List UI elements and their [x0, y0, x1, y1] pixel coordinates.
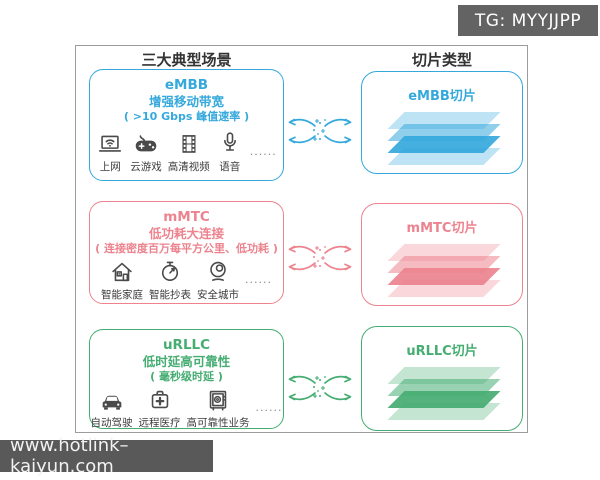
site-watermark: www.hotlink–kaiyun.com: [0, 435, 213, 477]
use-case-internet: 上网: [96, 129, 124, 174]
scenario-detail: ( >10 Gbps 峰值速率 ): [123, 110, 250, 124]
slice-layers-stack: [372, 112, 512, 170]
use-case-label: 智能家庭: [101, 288, 143, 301]
use-case-safe-city: 安全城市: [197, 257, 239, 302]
use-case-voice: 语音: [216, 129, 244, 174]
scenario-card-mmtc: mMTC 低功耗大连接 ( 连接密度百万每平方公里、低功耗 ) 智能家庭: [89, 201, 284, 304]
use-case-high-reliability: 高可靠性业务: [187, 385, 250, 430]
use-case-label: 语音: [219, 161, 241, 173]
scenario-title: mMTC: [163, 209, 210, 225]
slice-types-column-header: 切片类型: [411, 51, 472, 69]
slice-card-urllc: uRLLC切片: [361, 326, 523, 431]
slice-layer: [387, 148, 501, 165]
microphone-icon: [223, 132, 236, 151]
scenario-card-urllc: uRLLC 低时延高可靠性 ( 毫秒级时延 ) 自动驾驶: [89, 329, 284, 429]
scenario-subtitle: 低时延高可靠性: [142, 353, 231, 369]
camera-icon: [210, 261, 226, 281]
scenario-use-cases: 智能家庭 智能抄表: [101, 257, 272, 308]
slice-card-embb: eMBB切片: [361, 71, 523, 174]
medical-kit-icon: [151, 390, 168, 409]
car-icon: [102, 395, 121, 410]
tg-watermark: TG: MYYJJPP: [458, 5, 598, 36]
laptop-wifi-icon: [99, 135, 122, 152]
scenario-card-embb: eMBB 增强移动带宽 ( >10 Gbps 峰值速率 ) 上网: [89, 69, 284, 181]
slice-layers-stack: [372, 244, 512, 302]
gamepad-icon: [135, 135, 157, 152]
slice-card-mmtc: mMTC切片: [361, 203, 523, 306]
more-ellipsis: ......: [249, 145, 277, 158]
use-case-label: 自动驾驶: [90, 416, 133, 429]
scenarios-column-header: 三大典型场景: [141, 51, 232, 69]
use-case-label: 高清视频: [167, 161, 210, 173]
film-icon: [182, 135, 196, 153]
use-case-smart-home: 智能家庭: [101, 257, 143, 302]
slice-layers-stack: [372, 367, 512, 425]
use-case-label: 高可靠性业务: [186, 416, 250, 429]
smart-home-icon: [112, 262, 132, 282]
use-case-label: 安全城市: [197, 288, 239, 301]
safe-icon: [209, 390, 227, 411]
use-case-label: 云游戏: [130, 161, 162, 173]
scenario-subtitle: 低功耗大连接: [148, 225, 224, 241]
more-ellipsis: ......: [245, 272, 272, 286]
use-case-telemedicine: 远程医疗: [139, 385, 181, 430]
scenario-subtitle: 增强移动带宽: [148, 93, 224, 109]
more-ellipsis: ......: [255, 400, 283, 414]
scenario-title: uRLLC: [162, 337, 211, 353]
use-case-smart-metering: 智能抄表: [149, 257, 191, 302]
bidirectional-arrows-icon: [288, 375, 352, 401]
use-case-autonomous-driving: 自动驾驶: [91, 385, 133, 430]
use-case-hd-video: 高清视频: [168, 129, 210, 174]
slice-label: uRLLC切片: [406, 344, 478, 359]
bidirectional-arrows-icon: [288, 118, 352, 144]
slice-layer: [387, 403, 501, 420]
slice-label: eMBB切片: [408, 89, 476, 104]
scenario-use-cases: 自动驾驶 远程医疗: [91, 385, 283, 436]
slice-layer: [387, 280, 501, 297]
meter-icon: [161, 261, 179, 281]
scenario-use-cases: 上网 云游戏: [96, 129, 276, 180]
slice-label: mMTC切片: [406, 221, 478, 236]
use-case-cloud-gaming: 云游戏: [130, 129, 162, 174]
use-case-label: 智能抄表: [149, 288, 191, 301]
bidirectional-arrows-icon: [288, 245, 352, 271]
use-case-label: 上网: [99, 161, 121, 173]
scenario-title: eMBB: [164, 77, 209, 93]
scenario-detail: ( 连接密度百万每平方公里、低功耗 ): [95, 242, 278, 256]
scenario-detail: ( 毫秒级时延 ): [150, 370, 223, 384]
diagram-panel: 三大典型场景 切片类型 eMBB 增强移动带宽 ( >10 Gbps 峰值速率 …: [75, 45, 528, 433]
use-case-label: 远程医疗: [138, 416, 181, 429]
